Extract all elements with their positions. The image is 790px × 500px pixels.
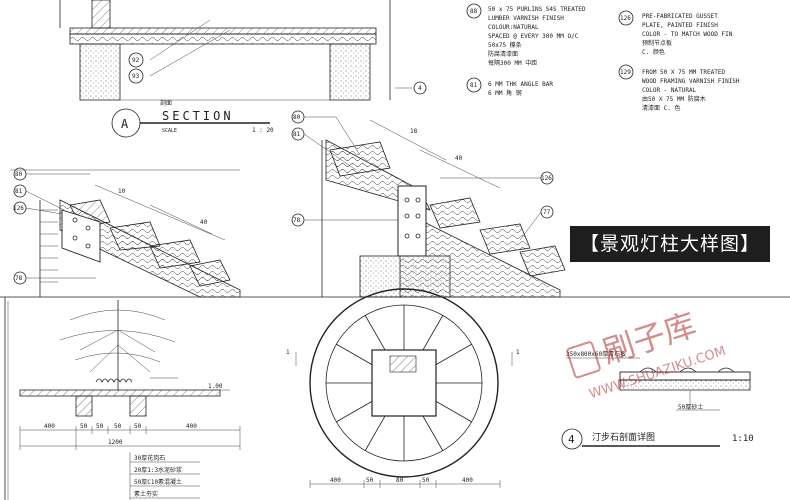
lamp-post-elevation <box>19 300 241 500</box>
left-callout-81: 81 <box>15 188 23 195</box>
callout-93-text: 93 <box>132 73 140 80</box>
left-dim-1: 10 <box>118 188 126 195</box>
left-callouts <box>13 167 96 285</box>
section-chinese: 剖面 <box>160 99 172 107</box>
footing-dim-5: 50 <box>134 423 142 430</box>
footing-dim-1: 400 <box>44 423 55 430</box>
footing-layer-1: 30厚花岗石 <box>134 454 165 462</box>
plan-dim-5: 400 <box>462 477 473 484</box>
callout-4 <box>395 81 427 95</box>
note-126-line-2: PLATE, PAINTED FINISH <box>642 22 718 29</box>
note-88-line-5: 50x75 檩条 <box>488 41 522 49</box>
note-126-line-1: PRE-FABRICATED GUSSET <box>642 13 718 20</box>
note-126-line-3: COLOR - TO MATCH WOOD FIN <box>642 31 733 38</box>
footing-total: 1200 <box>108 439 123 446</box>
footing-dim-2: 50 <box>80 423 88 430</box>
footing-layer-3: 50厚C10素混凝土 <box>134 478 182 486</box>
note-88-tag: 88 <box>470 8 478 15</box>
rafter-detail-left <box>10 169 241 298</box>
section-title: SECTION <box>162 109 234 123</box>
note-129-line-1: FROM 50 X 75 MM TREATED <box>642 69 725 76</box>
center-dim-1: 18 <box>410 128 418 135</box>
section-title-block <box>111 108 270 138</box>
callout-93 <box>128 29 231 84</box>
note-88-line-1: 50 x 75 PURLINS S4S TREATED <box>488 6 586 13</box>
rafter-detail-center <box>321 119 566 298</box>
note-129-line-4: 由50 X 75 MM 防腐木 <box>642 95 706 103</box>
stepping-stone-detail <box>561 357 751 450</box>
footing-dim-6: 400 <box>186 423 197 430</box>
note-81-tag: 81 <box>470 82 478 89</box>
footing-dim-4: 50 <box>114 423 122 430</box>
center-dim-2: 40 <box>455 155 463 162</box>
note-81-line-1: 6 MM THK ANGLE BAR <box>488 81 553 88</box>
footing-layer-2: 20厚1:3水泥砂浆 <box>134 466 182 474</box>
detail4-title: 汀步石剖面详图 <box>592 431 655 443</box>
detail4-stone-label: 350x800x60厚青石板 <box>566 350 626 358</box>
note-88-line-2: LUMBER VARNISH FINISH <box>488 15 564 22</box>
column-section-top <box>59 0 391 101</box>
note-129-tag: 129 <box>620 69 631 76</box>
plan-dim-3: 80 <box>396 477 404 484</box>
note-129-line-3: COLOR - NATURAL <box>642 87 697 94</box>
center-callout-126: 126 <box>541 175 552 182</box>
left-callout-80: 80 <box>15 171 23 178</box>
notes-right <box>618 10 634 80</box>
note-88-line-3: COLOUR:NATURAL <box>488 24 539 31</box>
note-129-line-5: 清漆面 C. 色 <box>642 104 680 112</box>
center-callout-77: 77 <box>543 209 551 216</box>
plan-dim-4: 50 <box>422 477 430 484</box>
title-badge: 【景观灯柱大样图】 <box>570 226 770 262</box>
callout-92-text: 92 <box>132 57 140 64</box>
callout-92 <box>128 19 211 68</box>
center-callout-80: 80 <box>293 114 301 121</box>
center-callouts <box>291 110 554 241</box>
center-callout-81: 81 <box>293 131 301 138</box>
footing-layer-4: 素土夯实 <box>134 490 158 498</box>
footing-dim-3: 50 <box>96 423 104 430</box>
note-129-line-2: WOOD FRAMING VARNISH FINISH <box>642 78 740 85</box>
section-scale-label: SCALE <box>162 128 177 134</box>
detail4-scale: 1:10 <box>732 434 754 444</box>
center-callout-78: 78 <box>293 217 301 224</box>
note-88-line-6: 防腐清漆面 <box>488 50 518 58</box>
note-126-tag: 126 <box>620 15 631 22</box>
detail4-number: 4 <box>568 433 575 446</box>
note-88-line-4: SPACED @ EVERY 300 MM O/C <box>488 33 579 40</box>
left-callout-126: 126 <box>13 205 24 212</box>
plan-dim-2: 50 <box>366 477 374 484</box>
detail4-sub-label: 50厚砂土 <box>678 403 703 411</box>
left-dim-2: 40 <box>200 219 208 226</box>
section-marker: A <box>121 117 129 131</box>
left-callout-78: 78 <box>15 275 23 282</box>
plan-mark-right: 1 <box>516 349 520 356</box>
section-scale-value: 1 : 20 <box>252 127 274 134</box>
note-126-line-4: 预制节点板 <box>642 39 672 47</box>
plan-mark-left: 1 <box>286 349 290 356</box>
plan-dim-1: 400 <box>330 477 341 484</box>
note-126-line-5: C. 颜色 <box>642 48 665 56</box>
callout-4-text: 4 <box>418 85 422 92</box>
notes-left <box>466 3 482 93</box>
note-88-line-7: 每隔300 MM 中距 <box>488 59 537 67</box>
circular-plan <box>295 288 513 488</box>
footing-elevation-label: 1.00 <box>208 383 223 390</box>
note-81-line-2: 6 MM 角 钢 <box>488 89 522 97</box>
